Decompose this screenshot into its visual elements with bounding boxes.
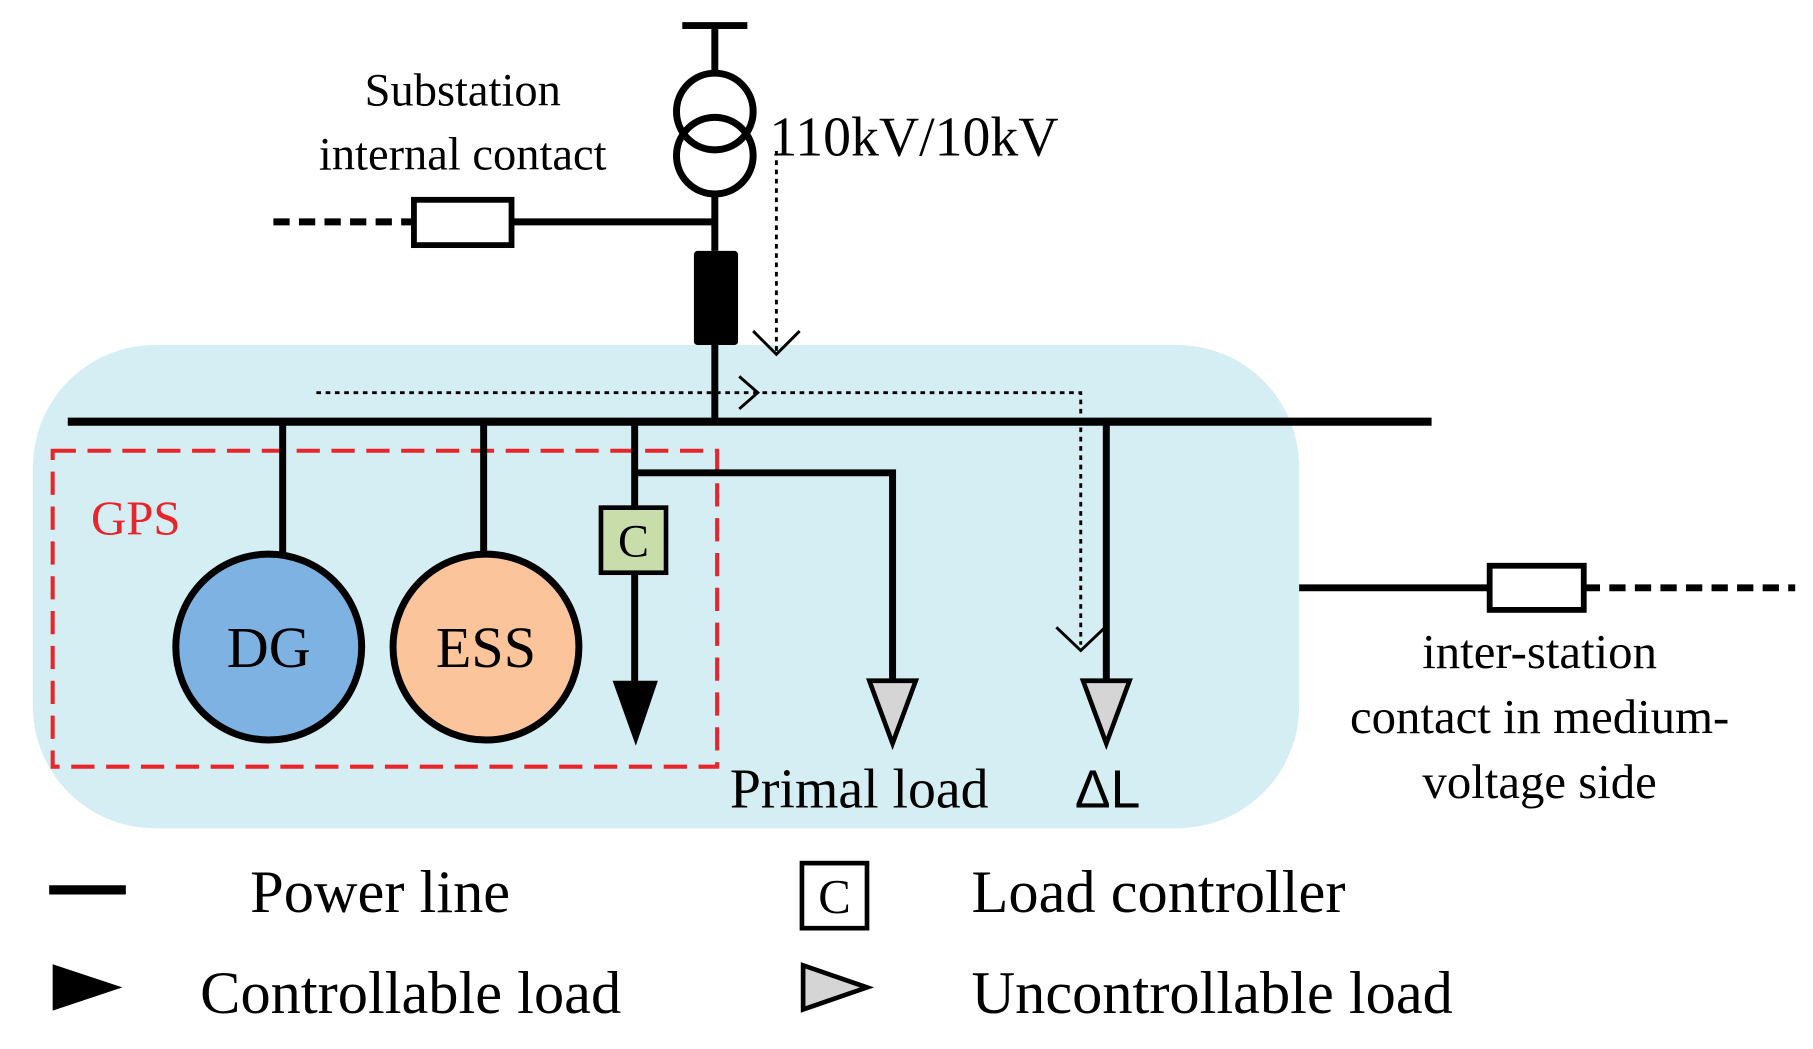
controllable-load-triangle xyxy=(612,680,658,746)
main-breaker xyxy=(693,250,739,346)
transfer-flow-arrowhead-down xyxy=(1055,626,1107,653)
legend-uncontrollable-load-symbol xyxy=(800,962,875,1013)
transformer-ratio-label: 110kV/10kV xyxy=(769,107,1058,169)
substation-contact-label-line1: Substation xyxy=(365,66,561,117)
legend-controllable-load-symbol xyxy=(52,964,123,1011)
primal-load-label: Primal load xyxy=(730,758,989,820)
transfer-flow-arrowhead-right xyxy=(738,375,761,411)
gps-boundary xyxy=(50,448,720,769)
dg-label: DG xyxy=(227,615,311,680)
inter-station-label-line2: contact in medium- xyxy=(1350,690,1729,744)
primal-load-triangle xyxy=(865,678,920,751)
legend-load-controller-label: Load controller xyxy=(972,859,1346,926)
inter-station-label-line1: inter-station xyxy=(1422,625,1657,679)
dg-unit xyxy=(172,550,366,744)
delta-load-triangle xyxy=(1079,678,1133,751)
transformer-winding-upper xyxy=(673,69,757,154)
legend-power-line-label: Power line xyxy=(250,859,510,926)
transfer-flow-dotted-line xyxy=(316,391,1083,645)
legend-controllable-load-label: Controllable load xyxy=(200,960,621,1027)
delta-load-label: ΔL xyxy=(1075,760,1140,819)
power-flow-arrowhead-down xyxy=(752,330,801,357)
primal-load-feeder xyxy=(634,469,897,681)
load-controller-label: C xyxy=(618,516,649,567)
inter-station-label-line3: voltage side xyxy=(1422,755,1656,809)
legend-uncontrollable-load-label: Uncontrollable load xyxy=(972,960,1453,1027)
legend-load-controller-symbol-text: C xyxy=(818,870,851,924)
distribution-zone xyxy=(32,345,1300,829)
transformer-winding-lower xyxy=(673,113,757,198)
substation-contact-label-line2: internal contact xyxy=(319,130,607,181)
legend-load-controller-symbol xyxy=(799,860,870,931)
ess-label: ESS xyxy=(436,615,536,680)
inter-station-contact-switch xyxy=(1486,562,1587,613)
gps-label: GPS xyxy=(91,491,180,545)
legend: Power line C Load controller Controllabl… xyxy=(49,859,1453,1027)
ess-unit xyxy=(389,550,583,744)
substation-contact-switch xyxy=(411,196,515,249)
